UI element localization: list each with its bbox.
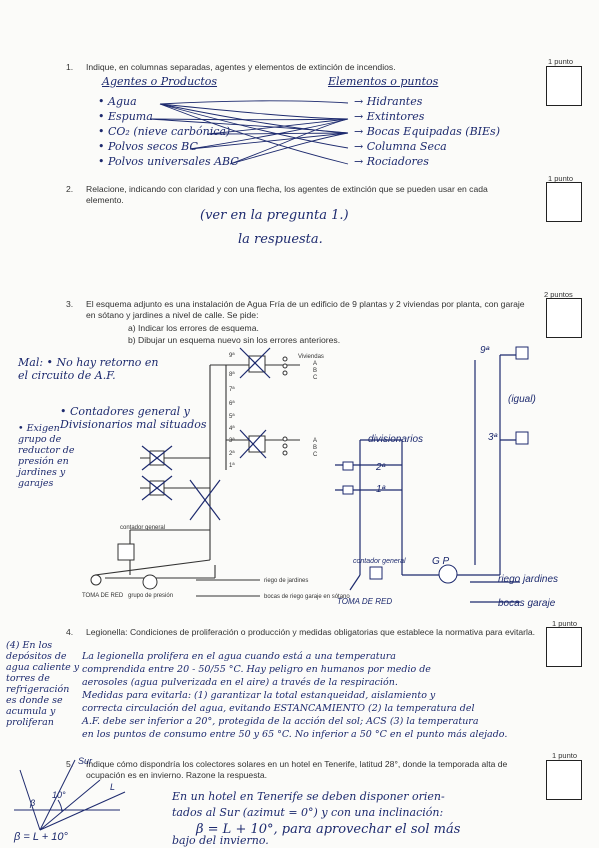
answer4-line: comprendida entre 20 - 50/55 °C. Hay pel… — [82, 664, 431, 675]
q5-score-box[interactable] — [546, 760, 582, 800]
floor-label: 9ª — [229, 352, 235, 359]
element-item: → Columna Seca — [354, 140, 447, 153]
q3-number: 3. — [66, 299, 74, 309]
floor-label: 3ª — [229, 437, 235, 444]
fig-sur-label: Sur — [78, 756, 93, 766]
q2-number: 2. — [66, 184, 74, 194]
fig-formula: β = L + 10° — [13, 831, 69, 843]
q5-points: 1 punto — [552, 751, 578, 760]
q4-text: Legionella: Condiciones de proliferación… — [86, 627, 536, 637]
corrected-toma-label: TOMA DE RED — [337, 597, 392, 606]
answer5-line: En un hotel en Tenerife se deben dispone… — [172, 790, 445, 803]
q1-score-box[interactable] — [546, 66, 582, 106]
q5-number: 5. — [66, 759, 74, 769]
answer4-line: aerosoles (agua pulverizada en el aire) … — [82, 677, 398, 688]
q2-points: 1 punto — [548, 174, 574, 183]
floor-label: 8ª — [229, 371, 235, 378]
riego-label: riego de jardines — [264, 578, 308, 584]
vivienda-c-label: C — [313, 375, 318, 381]
q1-points: 1 punto — [548, 57, 574, 66]
corrected-contador-label: contador general — [353, 558, 406, 565]
fig-angle-label: 10° — [52, 790, 66, 800]
floor-3-label: 3ª — [488, 432, 498, 443]
floor-1-label: 1ª — [376, 484, 386, 495]
viviendas-label: Viviendas — [298, 354, 324, 360]
note-exigen: • Exigen grupo de reductor de presión en… — [18, 423, 75, 489]
floor-label: 2ª — [229, 450, 235, 457]
floor-label: 6ª — [229, 400, 235, 407]
agent-item: • Agua — [98, 95, 137, 108]
fig-l-label: L — [110, 782, 115, 792]
element-item: → Hidrantes — [354, 95, 423, 108]
element-item: → Extintores — [354, 110, 425, 123]
agent-item: • CO₂ (nieve carbónica) — [98, 125, 231, 138]
floor-label: 1ª — [229, 462, 235, 469]
riego-jardines-label: riego jardines — [498, 574, 558, 585]
q3-sub-b: b) Dibujar un esquema nuevo sin los erro… — [128, 335, 341, 345]
q3-score-box[interactable] — [546, 298, 582, 338]
gp-label: G P — [432, 556, 450, 567]
answer5-line: β = L + 10°, para aprovechar el sol más — [196, 822, 461, 837]
q2-score-box[interactable] — [546, 182, 582, 222]
bocas-label: bocas de riego garaje en sótano — [264, 594, 350, 600]
floor-label: 7ª — [229, 386, 235, 393]
vivienda-b-label: B — [313, 445, 317, 451]
agents-header: Agentes o Productos — [102, 75, 218, 88]
answer5-line: tados al Sur (azimut = 0°) y con una inc… — [172, 806, 444, 819]
q1-number: 1. — [66, 62, 74, 72]
agent-element-arrows — [149, 100, 349, 165]
q3-text: El esquema adjunto es una instalación de… — [86, 299, 525, 320]
elements-header: Elementos o puntos — [328, 75, 439, 88]
answer4-line: La legionella prolifera en el agua cuand… — [82, 651, 396, 662]
answer2-line2: la respuesta. — [238, 232, 323, 247]
q1-text: Indique, en columnas separadas, agentes … — [86, 62, 396, 72]
bocas-garaje-label: bocas garaje — [498, 598, 556, 609]
element-item: → Rociadores — [354, 155, 429, 168]
vivienda-c-label: C — [313, 452, 318, 458]
q4-points: 1 punto — [552, 619, 578, 628]
answer4-line: Medidas para evitarla: (1) garantizar la… — [82, 690, 436, 701]
divisionarios-label: divisionarios — [368, 434, 423, 445]
igual-label: (igual) — [508, 394, 536, 405]
answer4-line: A.F. debe ser inferior a 20°, protegida … — [82, 716, 479, 727]
q4-score-box[interactable] — [546, 627, 582, 667]
answer4-line: en los puntos de consumo entre 50 y 65 °… — [82, 729, 508, 740]
toma-red-label: TOMA DE RED — [82, 593, 124, 599]
floor-label: 5ª — [229, 413, 235, 420]
answer2-line1: (ver en la pregunta 1.) — [200, 208, 349, 223]
agent-item: • Polvos universales ABC — [98, 155, 239, 168]
agents-list: • Agua • Espuma • CO₂ (nieve carbónica) … — [98, 95, 239, 170]
answer4-line: correcta circulación del agua, evitando … — [82, 703, 475, 714]
note-contadores: • Contadores general y Divisionarios mal… — [60, 405, 207, 431]
contador-general-label: contador general — [120, 525, 165, 531]
floor-2-label: 2ª — [375, 462, 386, 473]
q3-sub-a: a) Indicar los errores de esquema. — [128, 323, 259, 333]
answer5-line: bajo del invierno. — [172, 834, 269, 847]
answer4-margin-note: (4) En los depósitos de agua caliente y … — [6, 640, 80, 728]
q5-text: Indique cómo dispondría los colectores s… — [86, 759, 508, 780]
agent-item: • Polvos secos BC — [98, 140, 198, 153]
q2-text: Relacione, indicando con claridad y con … — [86, 184, 488, 205]
elements-list: → Hidrantes → Extintores → Bocas Equipad… — [354, 95, 500, 170]
vivienda-a-label: A — [313, 361, 317, 367]
agent-item: • Espuma — [98, 110, 153, 123]
vivienda-a-label: A — [313, 438, 317, 444]
floor-label: 4ª — [229, 425, 235, 432]
element-item: → Bocas Equipadas (BIEs) — [354, 125, 500, 138]
q3-points: 2 puntos — [544, 290, 573, 299]
floor-9-label: 9ª — [480, 345, 490, 356]
fig-beta-label: β — [29, 798, 35, 808]
q4-number: 4. — [66, 627, 74, 637]
note-mal: Mal: • No hay retorno en el circuito de … — [18, 356, 159, 382]
vivienda-b-label: B — [313, 368, 317, 374]
grupo-presion-label: grupo de presión — [128, 593, 173, 599]
